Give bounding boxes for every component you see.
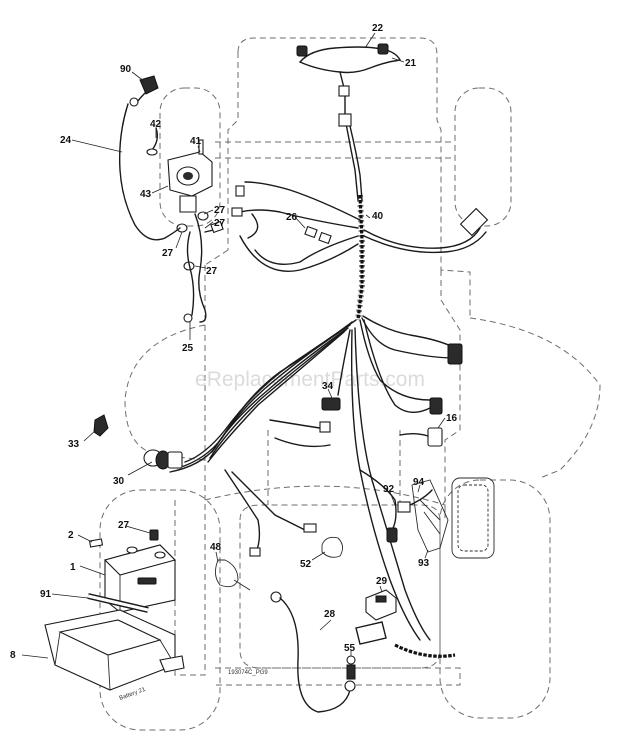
callout-27-battery: 27 bbox=[118, 520, 130, 531]
battery bbox=[87, 529, 177, 613]
callout-94: 94 bbox=[413, 477, 425, 488]
callout-40: 40 bbox=[372, 211, 384, 222]
fuse-holder-48 bbox=[215, 559, 239, 588]
drawing-code: 193074C_PG9 bbox=[228, 670, 268, 676]
callout-55: 55 bbox=[344, 643, 356, 654]
starter-solenoid bbox=[146, 127, 224, 323]
callout-90: 90 bbox=[120, 64, 132, 75]
leader-lines bbox=[21, 32, 446, 659]
cable-28 bbox=[270, 591, 356, 713]
callout-22: 22 bbox=[372, 23, 384, 34]
bracket-93-94 bbox=[411, 477, 495, 559]
callout-93: 93 bbox=[418, 558, 430, 569]
callout-34: 34 bbox=[322, 381, 334, 392]
callout-26: 26 bbox=[286, 212, 298, 223]
callout-1: 1 bbox=[70, 562, 76, 573]
tray-mark: Battery 21 bbox=[119, 687, 147, 702]
main-harness bbox=[169, 43, 489, 658]
ignition-switch bbox=[143, 449, 183, 470]
callout-27-solenoid-left: 27 bbox=[162, 248, 174, 259]
watermark-text: eReplacementParts.com bbox=[195, 368, 425, 391]
callout-labels: 90 24 42 41 43 27 27 27 27 25 22 21 40 2… bbox=[10, 23, 458, 661]
callout-16: 16 bbox=[446, 413, 458, 424]
tractor-chassis-outline bbox=[99, 37, 601, 731]
callout-8: 8 bbox=[10, 650, 16, 661]
callout-21: 21 bbox=[405, 58, 417, 69]
callout-29: 29 bbox=[376, 576, 388, 587]
callout-42: 42 bbox=[150, 119, 162, 130]
callout-91: 91 bbox=[40, 589, 52, 600]
callout-27-solenoid-bottom: 27 bbox=[206, 266, 218, 277]
callout-52: 52 bbox=[300, 559, 312, 570]
callout-24: 24 bbox=[60, 135, 72, 146]
callout-27-solenoid-top: 27 bbox=[214, 205, 226, 216]
pto-switch bbox=[355, 589, 397, 645]
callout-43: 43 bbox=[140, 189, 152, 200]
callout-33: 33 bbox=[68, 439, 80, 450]
callout-27-solenoid-right: 27 bbox=[214, 218, 226, 229]
callout-48: 48 bbox=[210, 542, 222, 553]
callout-92: 92 bbox=[383, 484, 395, 495]
callout-28: 28 bbox=[324, 609, 336, 620]
battery-tray bbox=[44, 609, 185, 691]
callout-41: 41 bbox=[190, 136, 202, 147]
bracket-33 bbox=[93, 414, 109, 437]
part-52 bbox=[321, 536, 343, 558]
callout-25: 25 bbox=[182, 343, 194, 354]
callout-2: 2 bbox=[68, 530, 74, 541]
callout-30: 30 bbox=[113, 476, 125, 487]
cable-24 bbox=[119, 75, 181, 241]
